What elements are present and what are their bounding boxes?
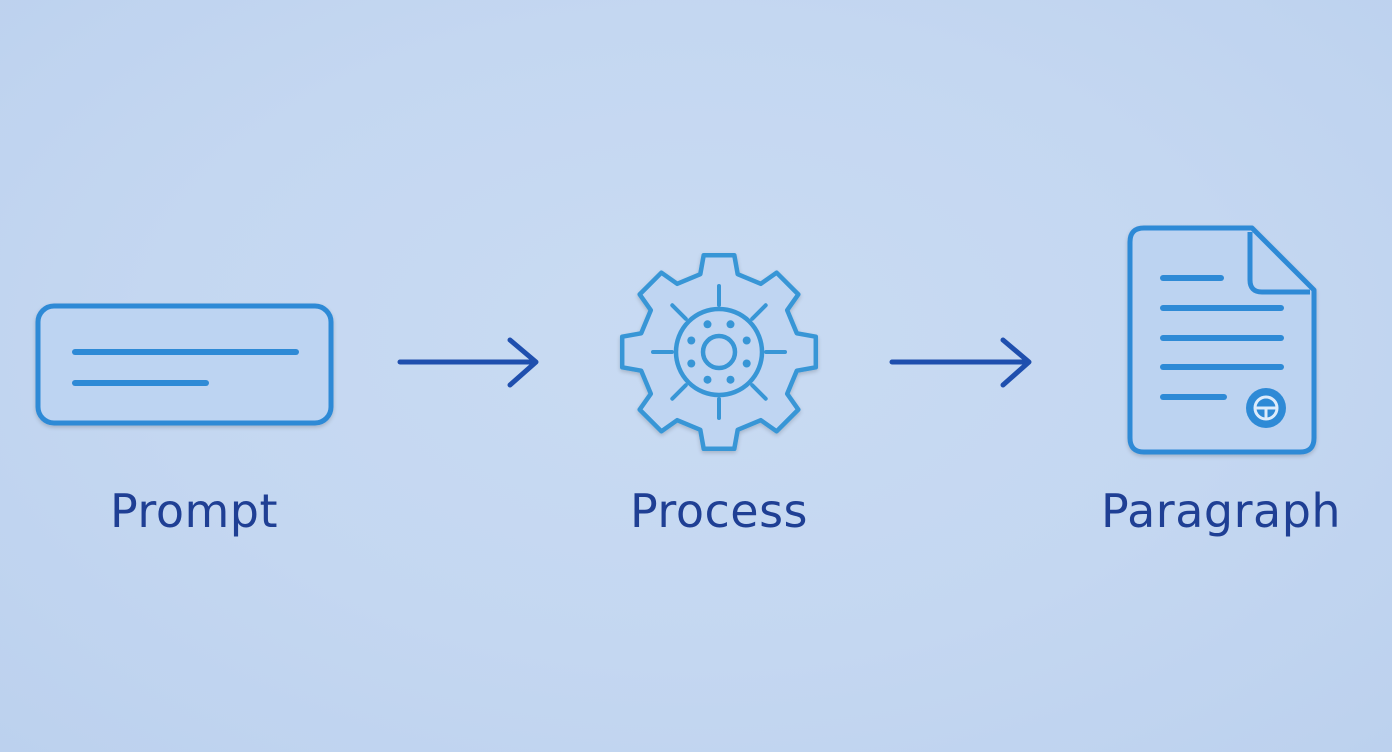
step-label-process: Process [630, 484, 808, 538]
gear-dot [726, 320, 735, 329]
gear-dot [687, 336, 696, 345]
gear-spoke [750, 303, 768, 321]
gear-dot [687, 359, 696, 368]
gear-dot [703, 375, 712, 384]
gear-spoke [750, 383, 768, 401]
gear-dot [742, 336, 751, 345]
step-label-paragraph: Paragraph [1100, 484, 1342, 538]
gear-icon [619, 252, 819, 452]
arrow-right-icon [889, 337, 1032, 388]
gear-spoke [670, 383, 688, 401]
arrow-right-icon [397, 337, 539, 388]
step-label-prompt: Prompt [109, 484, 279, 538]
gear-dot [703, 320, 712, 329]
text-box-icon [35, 303, 334, 426]
badge-icon [1246, 388, 1286, 428]
document-icon [1127, 225, 1317, 455]
gear-spoke [670, 303, 688, 321]
gear-dot [742, 359, 751, 368]
gear-dot [726, 375, 735, 384]
